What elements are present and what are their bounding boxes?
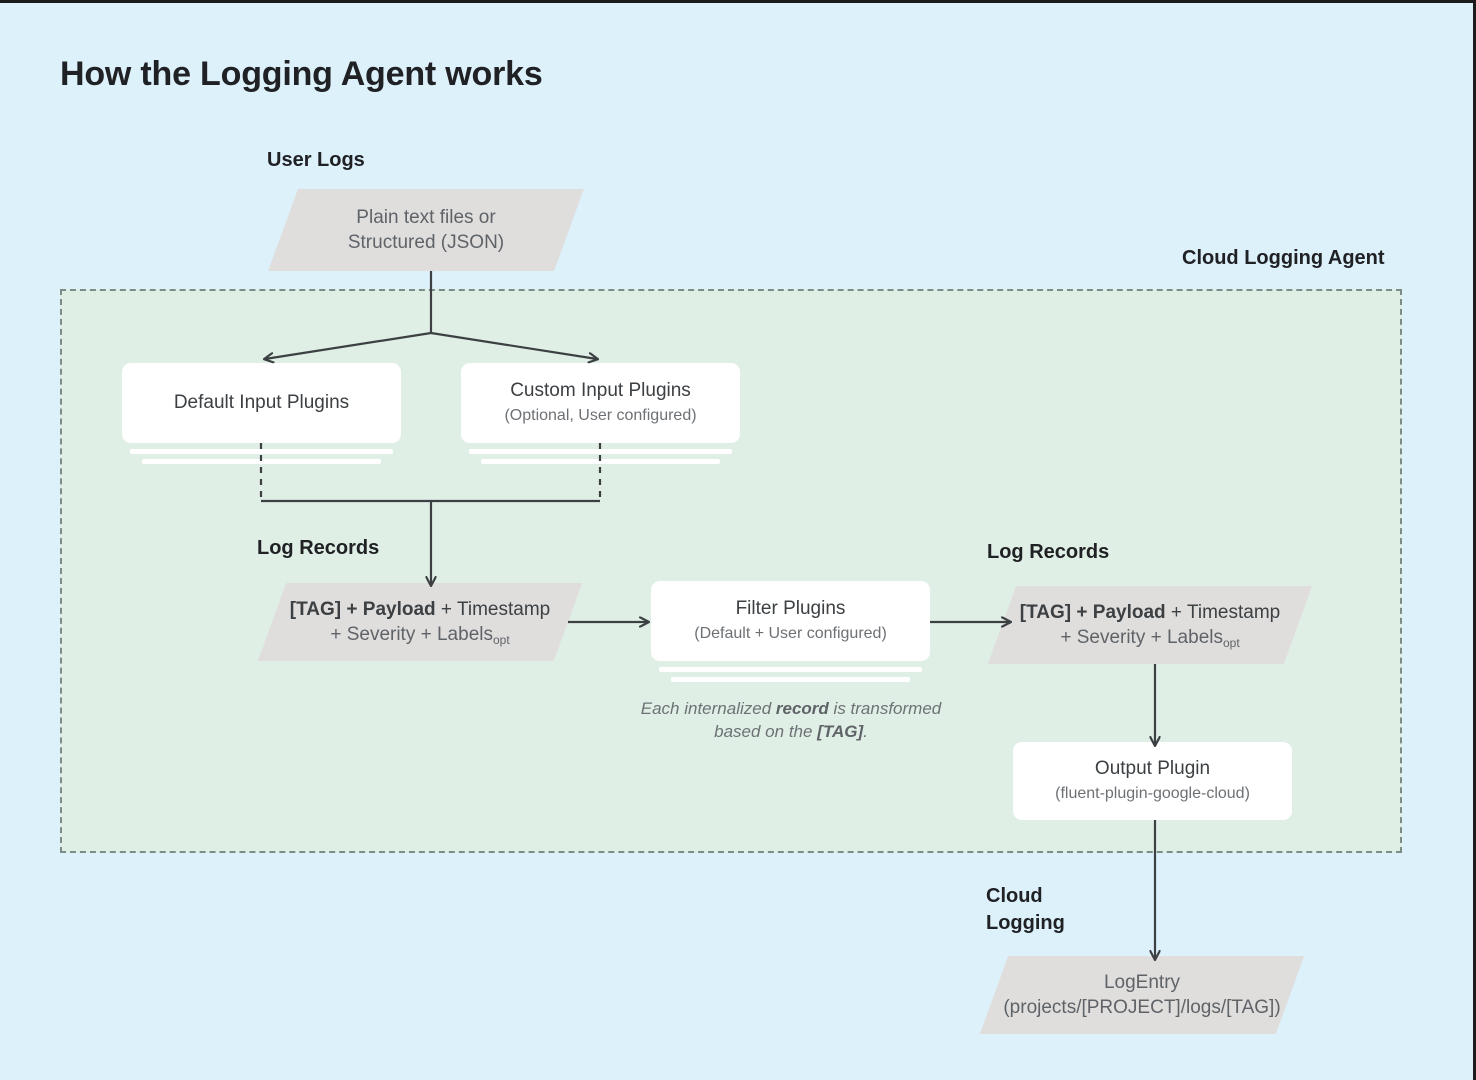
log-record-right-line1: [TAG] + Payload + Timestamp xyxy=(1020,600,1280,625)
log-record-left-rest: + Timestamp xyxy=(435,598,551,620)
page-title: How the Logging Agent works xyxy=(60,55,543,93)
label-cloud-logging-agent: Cloud Logging Agent xyxy=(1182,247,1385,269)
caption-pre: Each internalized xyxy=(640,699,776,718)
log-entry-line2: (projects/[PROJECT]/logs/[TAG]) xyxy=(1003,997,1281,1018)
log-record-left-bold: [TAG] + Payload xyxy=(289,598,436,620)
log-record-right-bold: [TAG] + Payload xyxy=(1019,601,1166,623)
custom-input-plugins-card[interactable]: Custom Input Plugins (Optional, User con… xyxy=(461,363,740,443)
node-output-plugin[interactable]: Output Plugin (fluent-plugin-google-clou… xyxy=(1013,742,1292,820)
log-record-right-rest: + Timestamp xyxy=(1165,601,1281,623)
card-stack-layer-1 xyxy=(130,449,393,454)
label-cloud-logging: Cloud Logging xyxy=(986,883,1065,937)
node-log-record-right[interactable]: [TAG] + Payload + Timestamp + Severity +… xyxy=(987,586,1313,664)
label-cloud-logging-line2: Logging xyxy=(986,912,1065,935)
node-default-input-plugins[interactable]: Default Input Plugins xyxy=(122,363,401,464)
custom-input-plugins-subtitle: (Optional, User configured) xyxy=(504,407,697,425)
card-stack-layer-1 xyxy=(659,667,922,672)
node-filter-plugins[interactable]: Filter Plugins (Default + User configure… xyxy=(651,581,930,682)
label-user-logs: User Logs xyxy=(267,149,365,171)
node-log-record-left[interactable]: [TAG] + Payload + Timestamp + Severity +… xyxy=(257,583,583,661)
card-stack-layer-2 xyxy=(481,459,720,464)
output-plugin-title: Output Plugin xyxy=(1094,757,1211,779)
output-plugin-subtitle: (fluent-plugin-google-cloud) xyxy=(1055,785,1250,803)
log-record-left-line2-text: + Severity + Labels xyxy=(330,624,493,645)
log-record-right-line2: + Severity + Labelsopt xyxy=(1060,625,1239,650)
user-logs-source-line1: Plain text files or xyxy=(356,206,496,228)
label-log-records-right: Log Records xyxy=(987,541,1110,563)
user-logs-source-line2: Structured (JSON) xyxy=(347,232,505,253)
node-log-entry[interactable]: LogEntry (projects/[PROJECT]/logs/[TAG]) xyxy=(979,956,1305,1034)
caption-bold-record: record xyxy=(775,699,829,718)
log-record-left-line2: + Severity + Labelsopt xyxy=(330,622,509,647)
filter-plugins-subtitle: (Default + User configured) xyxy=(694,625,887,643)
caption-post: . xyxy=(863,722,868,742)
label-log-records-left: Log Records xyxy=(257,537,380,559)
caption-bold-tag: [TAG] xyxy=(817,722,864,742)
log-entry-line1: LogEntry xyxy=(1103,971,1181,993)
node-custom-input-plugins[interactable]: Custom Input Plugins (Optional, User con… xyxy=(461,363,740,464)
node-user-logs-source[interactable]: Plain text files or Structured (JSON) xyxy=(268,189,584,271)
filter-plugins-title: Filter Plugins xyxy=(735,597,846,619)
filter-plugins-card[interactable]: Filter Plugins (Default + User configure… xyxy=(651,581,930,661)
filter-plugins-caption: Each internalized record is transformed … xyxy=(635,697,947,744)
log-record-left-sub: opt xyxy=(492,633,510,647)
log-record-right-line2-text: + Severity + Labels xyxy=(1060,627,1223,648)
custom-input-plugins-title: Custom Input Plugins xyxy=(510,379,691,401)
card-stack-layer-2 xyxy=(671,677,910,682)
log-record-left-line1: [TAG] + Payload + Timestamp xyxy=(290,597,550,622)
card-stack-layer-1 xyxy=(469,449,732,454)
label-cloud-logging-line1: Cloud xyxy=(986,885,1043,907)
default-input-plugins-title: Default Input Plugins xyxy=(173,391,350,413)
log-record-right-sub: opt xyxy=(1222,636,1240,650)
caption-mid: is transformed based on the xyxy=(714,699,942,742)
card-stack-layer-2 xyxy=(142,459,381,464)
default-input-plugins-card[interactable]: Default Input Plugins xyxy=(122,363,401,443)
output-plugin-card[interactable]: Output Plugin (fluent-plugin-google-clou… xyxy=(1013,742,1292,820)
